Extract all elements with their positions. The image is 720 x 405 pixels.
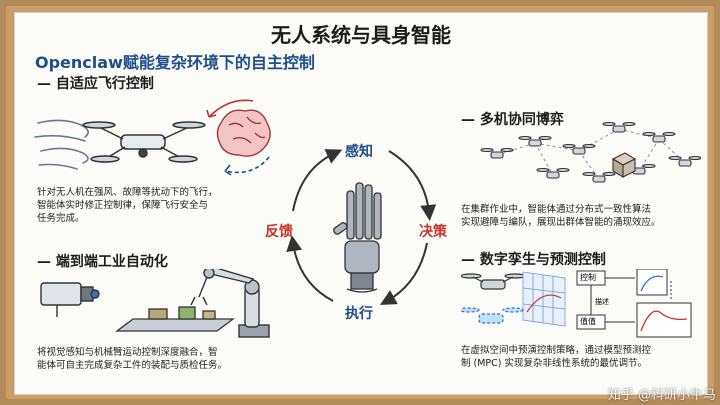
mpc-diagram-lines (576, 269, 692, 338)
multi-agent-heading: — 多机协同博弈 (461, 112, 564, 128)
industrial-heading: — 端到端工业自动化 (37, 254, 168, 270)
digital-twin-description: 在虚拟空间中预演控制策略，通过模型预测控 制 (MPC) 实现复杂非线性系统的最… (461, 345, 652, 369)
camera-icon (40, 282, 100, 317)
cycle-decide-label: 决策 (419, 224, 447, 240)
wind-icon (34, 119, 89, 170)
industrial-description: 将视觉感知与机械臂运动控制深度融合，智 能体可自主完成复杂工件的装配与质检任务。 (37, 347, 228, 371)
drone-wind-illustration (34, 99, 271, 176)
perception-decision-cycle (286, 149, 437, 305)
virtual-drone-icon (461, 307, 524, 324)
whiteboard: 无人系统与具身智能 Openclaw赋能复杂环境下的自主控制 — 自适应飞行控制 (14, 12, 708, 395)
mpc-block-diagram: 控制 描述 值值 (575, 269, 695, 341)
cycle-execute-label: 执行 (345, 306, 373, 322)
drone-icon (82, 121, 206, 163)
obstacle-cube-icon (611, 152, 637, 178)
drone-swarm-illustration (480, 121, 701, 183)
mpc-control-label: 控制 (580, 273, 596, 282)
digital-twin-heading: — 数字孪生与预测控制 (461, 252, 606, 268)
adaptive-flight-description: 针对无人机在强风、故障等扰动下的飞行， 智能体实时修正控制律，保障飞行安全与 任… (37, 187, 218, 224)
watermark: 知乎 @科研小牛马 (607, 388, 716, 403)
cycle-perceive-label: 感知 (345, 144, 373, 160)
robot-arm-illustration (40, 269, 270, 338)
mpc-value-label: 值值 (580, 317, 596, 326)
page-subtitle: Openclaw赋能复杂环境下的自主控制 (35, 53, 315, 72)
physical-drone-icon (461, 273, 526, 290)
brain-icon (216, 109, 271, 157)
cycle-arrows (286, 149, 437, 305)
virtual-grid-icon (522, 271, 566, 327)
swarm-drone-icons (480, 121, 701, 183)
adaptive-flight-heading: — 自适应飞行控制 (37, 76, 154, 92)
mpc-sensing-label: 描述 (595, 298, 609, 306)
twin-drone-illustration (461, 271, 566, 327)
conveyor-icon (115, 306, 235, 332)
page-title: 无人系统与具身智能 (271, 23, 451, 47)
multi-agent-description: 在集群作业中，智能体通过分布式一致性算法 实现避障与编队，展现出群体智能的涌现效… (461, 204, 661, 228)
robot-hand-icon (333, 182, 382, 293)
feedback-arrows-icon (206, 99, 270, 176)
cycle-feedback-label: 反馈 (265, 224, 293, 240)
robot-arm-icon (190, 269, 270, 338)
